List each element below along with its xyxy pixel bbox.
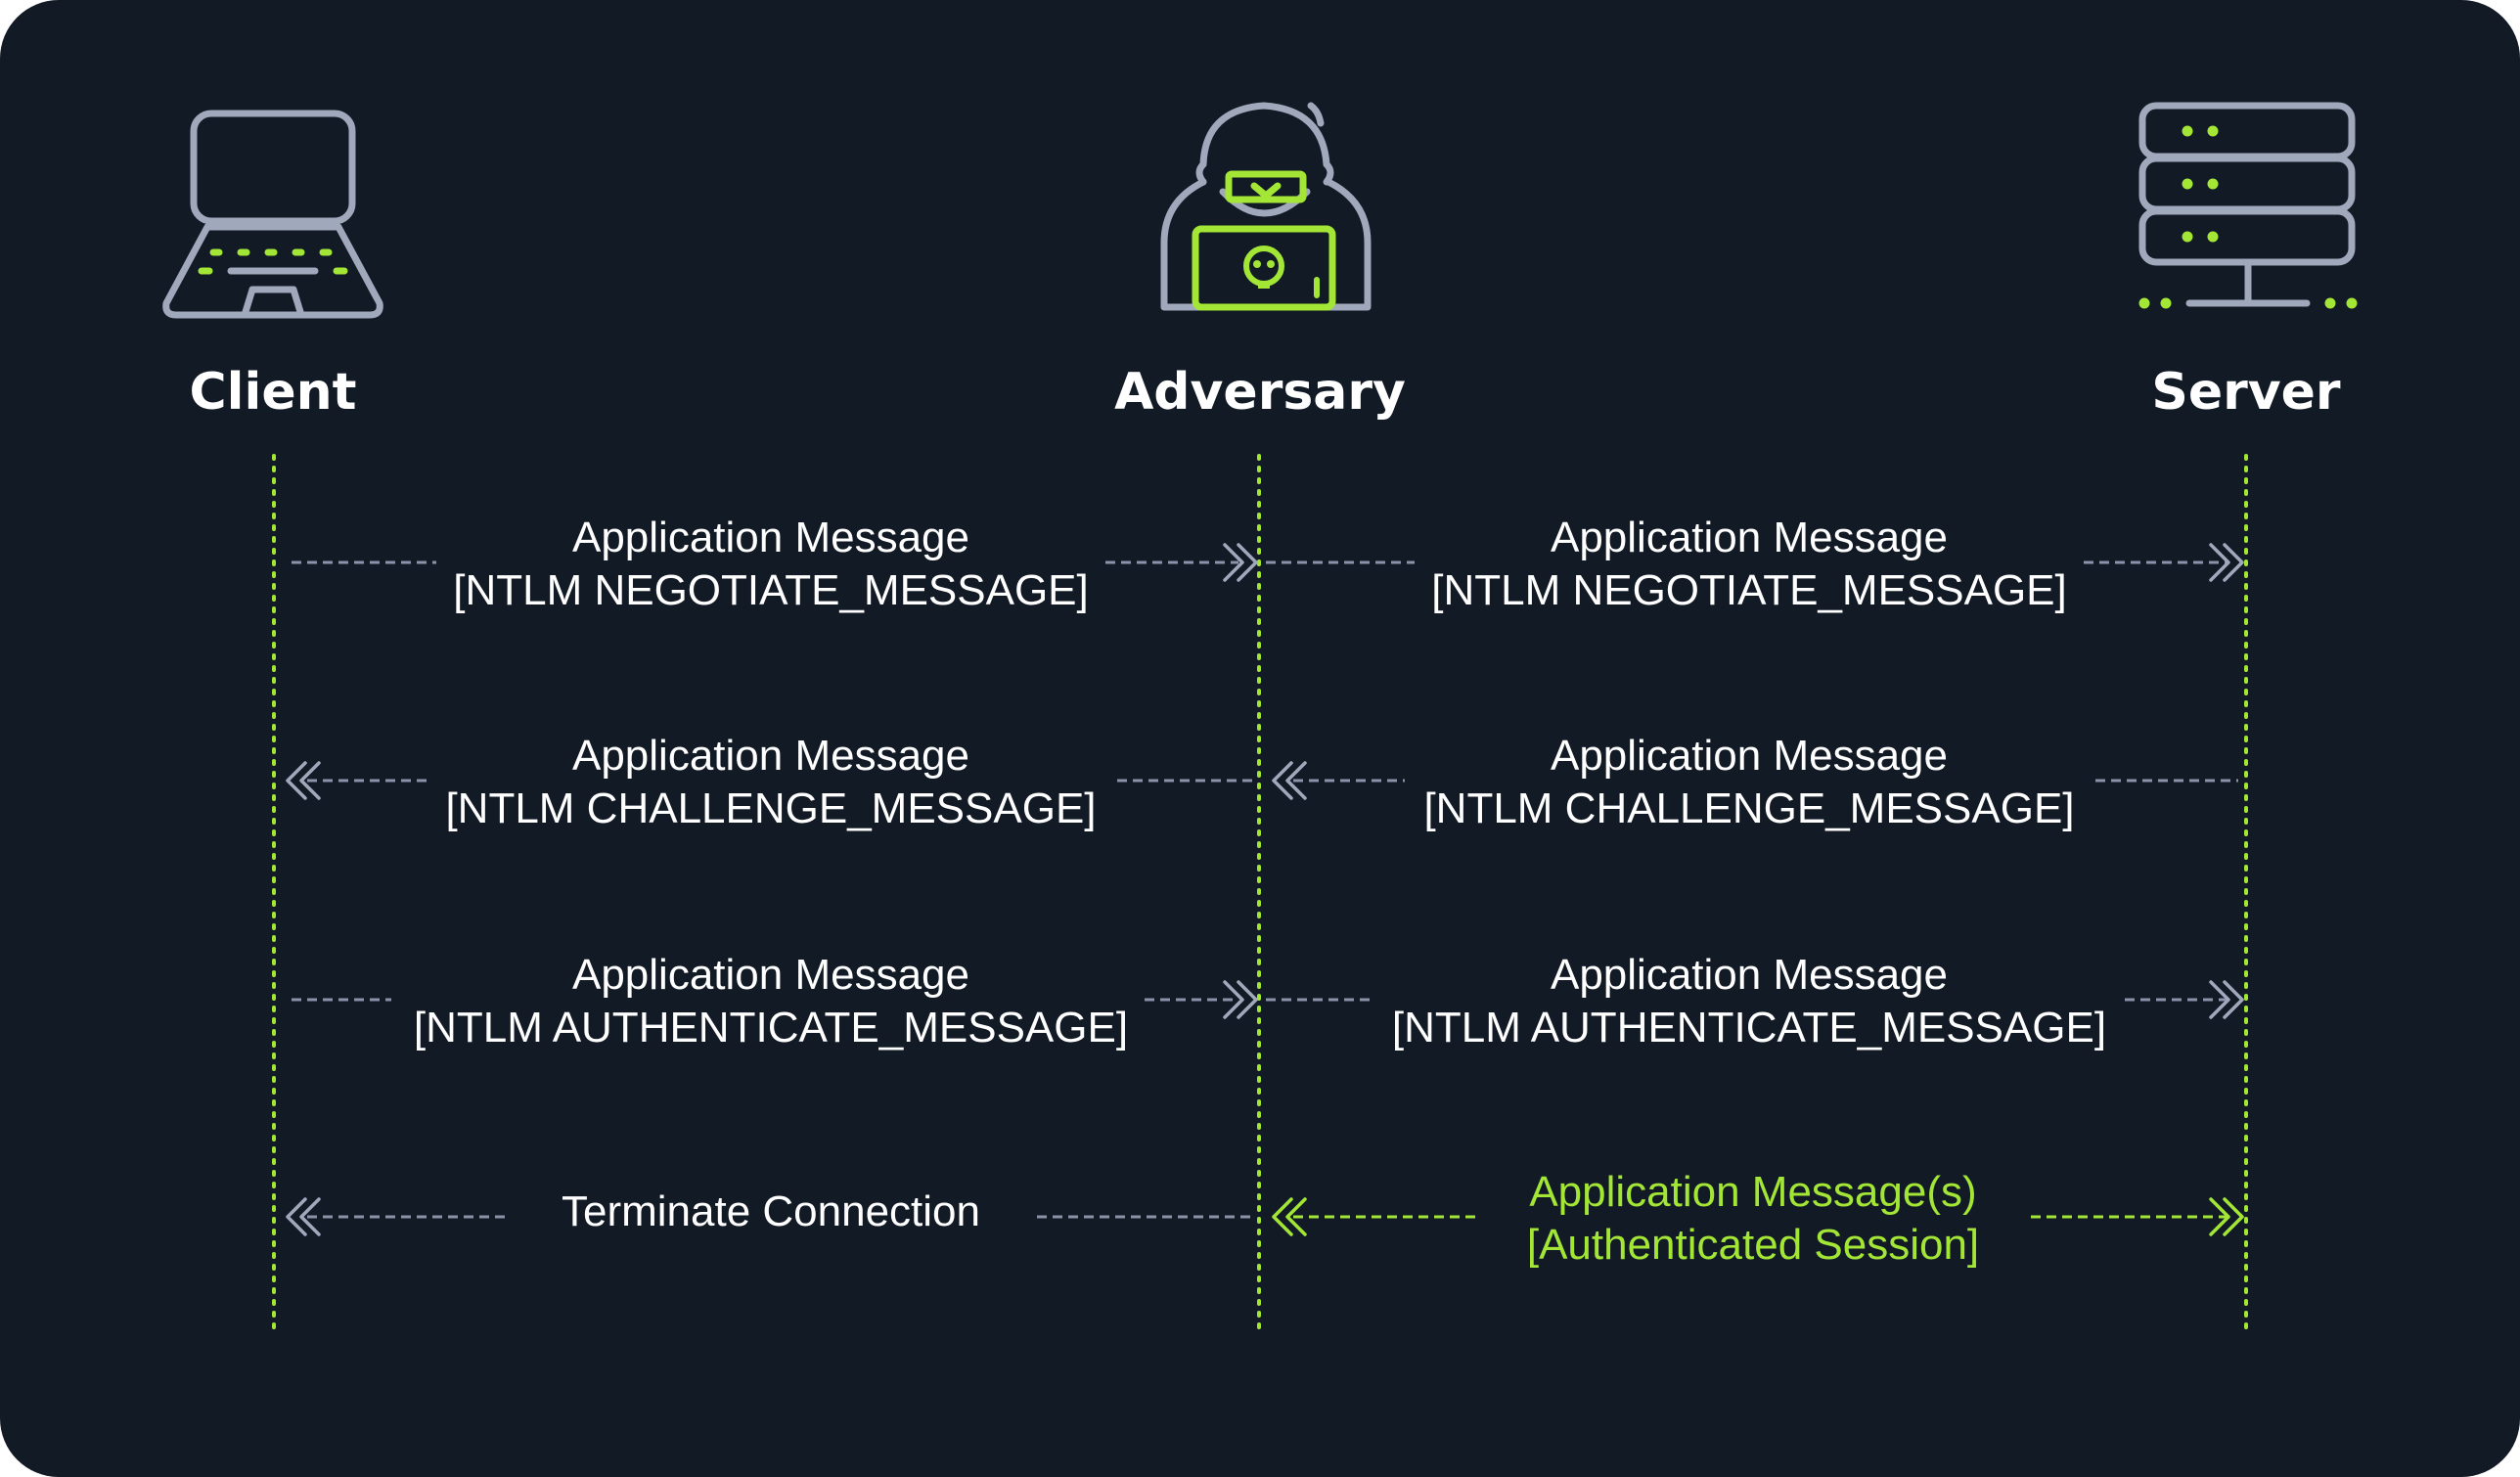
authenticate-arrow-client-to-adversary: Application Message [NTLM AUTHENTICATE_M… xyxy=(292,951,1258,1052)
negotiate-right-line1: Application Message xyxy=(1551,514,1948,561)
negotiate-left-line2: [NTLM NEGOTIATE_MESSAGE] xyxy=(453,566,1089,614)
authenticate-left-line1: Application Message xyxy=(572,951,969,999)
server-rack-icon xyxy=(2138,102,2358,309)
authenticated-session-arrow: Application Message(s) [Authenticated Se… xyxy=(1272,1168,2244,1269)
authenticate-right-line2: [NTLM AUTHENTICATE_MESSAGE] xyxy=(1392,1004,2106,1052)
negotiate-right-line2: [NTLM NEGOTIATE_MESSAGE] xyxy=(1431,566,2067,614)
authenticate-arrow-adversary-to-server: Application Message [NTLM AUTHENTICATE_M… xyxy=(1266,951,2244,1052)
laptop-icon xyxy=(162,110,383,319)
challenge-arrow-adversary-to-client: Application Message [NTLM CHALLENGE_MESS… xyxy=(286,732,1254,832)
challenge-right-line2: [NTLM CHALLENGE_MESSAGE] xyxy=(1423,784,2074,832)
terminate-arrow-adversary-to-client: Terminate Connection xyxy=(286,1187,1254,1236)
challenge-arrow-server-to-adversary: Application Message [NTLM CHALLENGE_MESS… xyxy=(1272,732,2238,832)
session-line1: Application Message(s) xyxy=(1529,1168,1976,1216)
authenticate-left-line2: [NTLM AUTHENTICATE_MESSAGE] xyxy=(414,1004,1128,1052)
hooded-hacker-icon xyxy=(1160,102,1372,311)
negotiate-arrow-client-to-adversary: Application Message [NTLM NEGOTIATE_MESS… xyxy=(292,514,1258,614)
session-line2: [Authenticated Session] xyxy=(1527,1221,1979,1269)
challenge-left-line2: [NTLM CHALLENGE_MESSAGE] xyxy=(445,784,1096,832)
challenge-left-line1: Application Message xyxy=(572,732,969,780)
adversary-label: Adversary xyxy=(1114,363,1406,422)
challenge-right-line1: Application Message xyxy=(1551,732,1948,780)
server-label: Server xyxy=(2151,363,2341,422)
client-label: Client xyxy=(190,363,357,422)
negotiate-arrow-adversary-to-server: Application Message [NTLM NEGOTIATE_MESS… xyxy=(1266,514,2244,614)
terminate-text: Terminate Connection xyxy=(562,1187,980,1235)
authenticate-right-line1: Application Message xyxy=(1551,951,1948,999)
negotiate-left-line1: Application Message xyxy=(572,514,969,561)
